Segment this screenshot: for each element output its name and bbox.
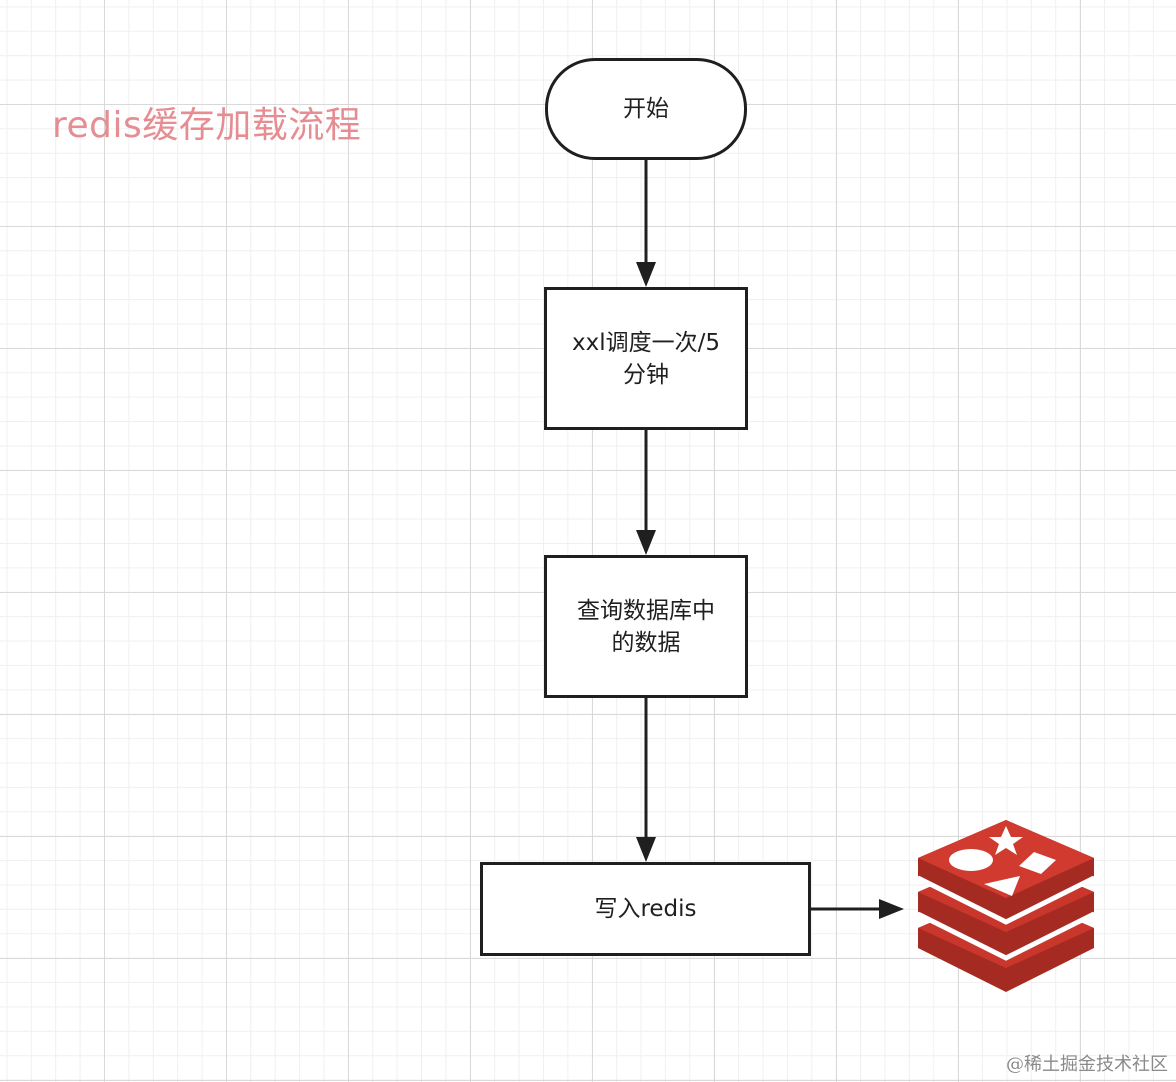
flow-node-schedule[interactable]: xxl调度一次/5分钟	[544, 287, 748, 430]
flow-node-start-label: 开始	[623, 96, 669, 122]
flow-node-write[interactable]: 写入redis	[480, 862, 811, 956]
flow-node-write-label: 写入redis	[594, 896, 697, 922]
redis-logo-icon	[916, 820, 1096, 992]
edge-query-to-write	[636, 698, 656, 862]
flow-node-start[interactable]: 开始	[545, 58, 747, 160]
watermark: @稀土掘金技术社区	[1006, 1054, 1168, 1075]
diagram-title: redis缓存加载流程	[52, 105, 362, 146]
flow-node-query-label: 查询数据库中的数据	[577, 597, 715, 656]
edge-write-to-redis	[811, 899, 904, 919]
flow-node-query[interactable]: 查询数据库中的数据	[544, 555, 748, 698]
edge-schedule-to-query	[636, 430, 656, 555]
edge-start-to-schedule	[636, 160, 656, 287]
flow-node-schedule-label: xxl调度一次/5分钟	[572, 329, 720, 388]
